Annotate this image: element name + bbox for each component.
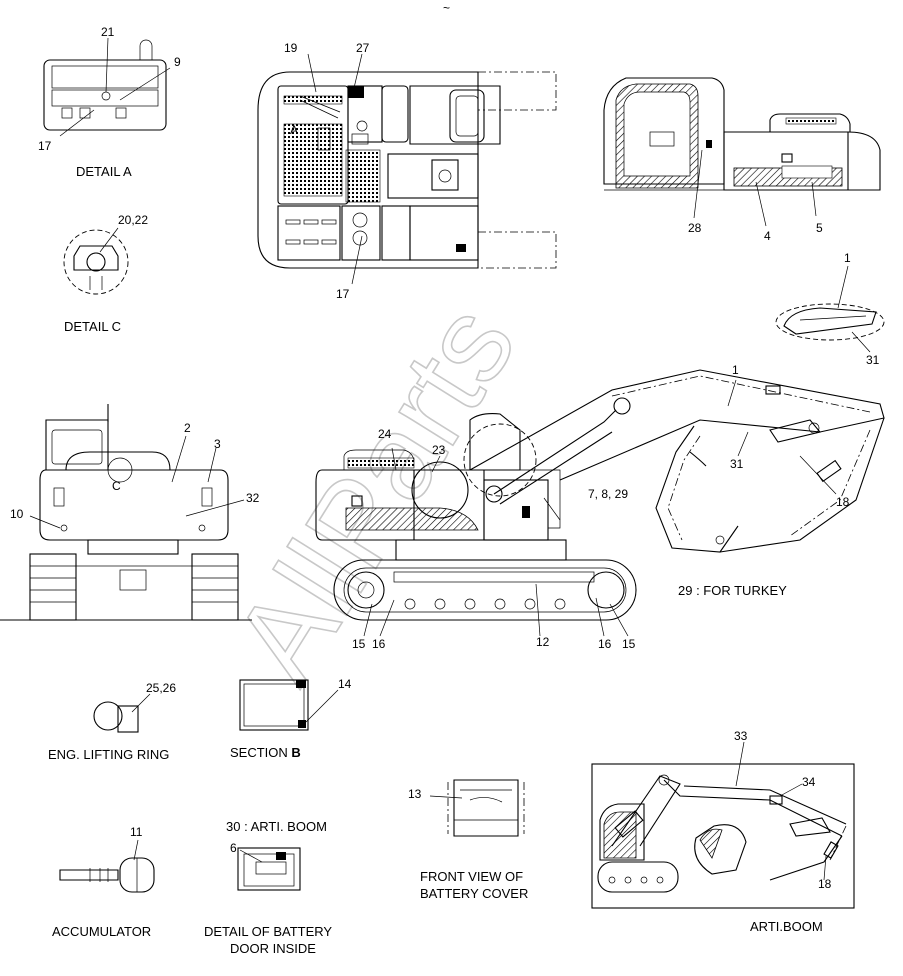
- callout-21: 21: [101, 25, 115, 39]
- callout-23: 23: [432, 443, 446, 457]
- caption-arti-boom-30: 30 : ARTI. BOOM: [226, 819, 327, 834]
- caption-eng-lifting-ring: ENG. LIFTING RING: [48, 747, 169, 762]
- callout-17-top-view: 17: [336, 287, 350, 301]
- boom-decal-detail-drawing: [775, 265, 885, 353]
- callout-16-right: 16: [598, 637, 612, 651]
- callout-25-26: 25,26: [146, 681, 176, 695]
- detail-a-drawing: [43, 37, 171, 137]
- view-letter-c: C: [112, 479, 121, 493]
- callout-5: 5: [816, 221, 823, 235]
- callout-20-22: 20,22: [118, 213, 148, 227]
- section-b-drawing: [239, 679, 339, 731]
- callout-31-decal: 31: [866, 353, 880, 367]
- callout-18-arti: 18: [818, 877, 832, 891]
- caption-battery-door-line2: DOOR INSIDE: [230, 941, 316, 956]
- callout-15-right: 15: [622, 637, 636, 651]
- callout-33: 33: [734, 729, 748, 743]
- callout-4: 4: [764, 229, 771, 243]
- callout-10: 10: [10, 507, 24, 521]
- callout-18-main: 18: [836, 495, 850, 509]
- callout-1-decal: 1: [844, 251, 851, 265]
- caption-accumulator: ACCUMULATOR: [52, 924, 151, 939]
- callout-7-8-29: 7, 8, 29: [588, 487, 628, 501]
- battery-cover-drawing: [429, 779, 525, 837]
- cab-side-view-drawing: [603, 77, 881, 227]
- callout-31-main: 31: [730, 457, 744, 471]
- callout-12: 12: [536, 635, 550, 649]
- callout-16-left: 16: [372, 637, 386, 651]
- callout-17-detail-a: 17: [38, 139, 52, 153]
- callout-3: 3: [214, 437, 221, 451]
- callout-27: 27: [356, 41, 370, 55]
- callout-11: 11: [130, 825, 143, 839]
- callout-13: 13: [408, 787, 422, 801]
- caption-arti-boom: ARTI.BOOM: [750, 919, 823, 934]
- top-mark: ~: [443, 1, 450, 15]
- callout-24: 24: [378, 427, 392, 441]
- arti-boom-drawing: [591, 741, 855, 909]
- callout-32: 32: [246, 491, 260, 505]
- callout-14: 14: [338, 677, 352, 691]
- callout-1-main: 1: [732, 363, 739, 377]
- rear-view-drawing: [0, 404, 252, 621]
- callout-28: 28: [688, 221, 702, 235]
- caption-detail-a: DETAIL A: [76, 164, 132, 179]
- view-letter-a: A: [290, 123, 298, 137]
- caption-front-view-line1: FRONT VIEW OF: [420, 869, 523, 884]
- caption-for-turkey: 29 : FOR TURKEY: [678, 583, 787, 598]
- top-view-drawing: [257, 53, 557, 285]
- caption-detail-c: DETAIL C: [64, 319, 121, 334]
- callout-15-left: 15: [352, 637, 366, 651]
- callout-6: 6: [230, 841, 237, 855]
- eng-lifting-ring-drawing: [93, 693, 151, 733]
- main-side-view-drawing: [315, 369, 885, 637]
- callout-19: 19: [284, 41, 298, 55]
- callout-2: 2: [184, 421, 191, 435]
- accumulator-drawing: [59, 839, 155, 893]
- caption-battery-door-line1: DETAIL OF BATTERY: [204, 924, 332, 939]
- callout-9: 9: [174, 55, 181, 69]
- callout-34: 34: [802, 775, 816, 789]
- battery-door-drawing: [237, 847, 301, 891]
- detail-c-drawing: [63, 227, 129, 295]
- caption-front-view-line2: BATTERY COVER: [420, 886, 528, 901]
- caption-section-b: SECTION B: [230, 745, 301, 760]
